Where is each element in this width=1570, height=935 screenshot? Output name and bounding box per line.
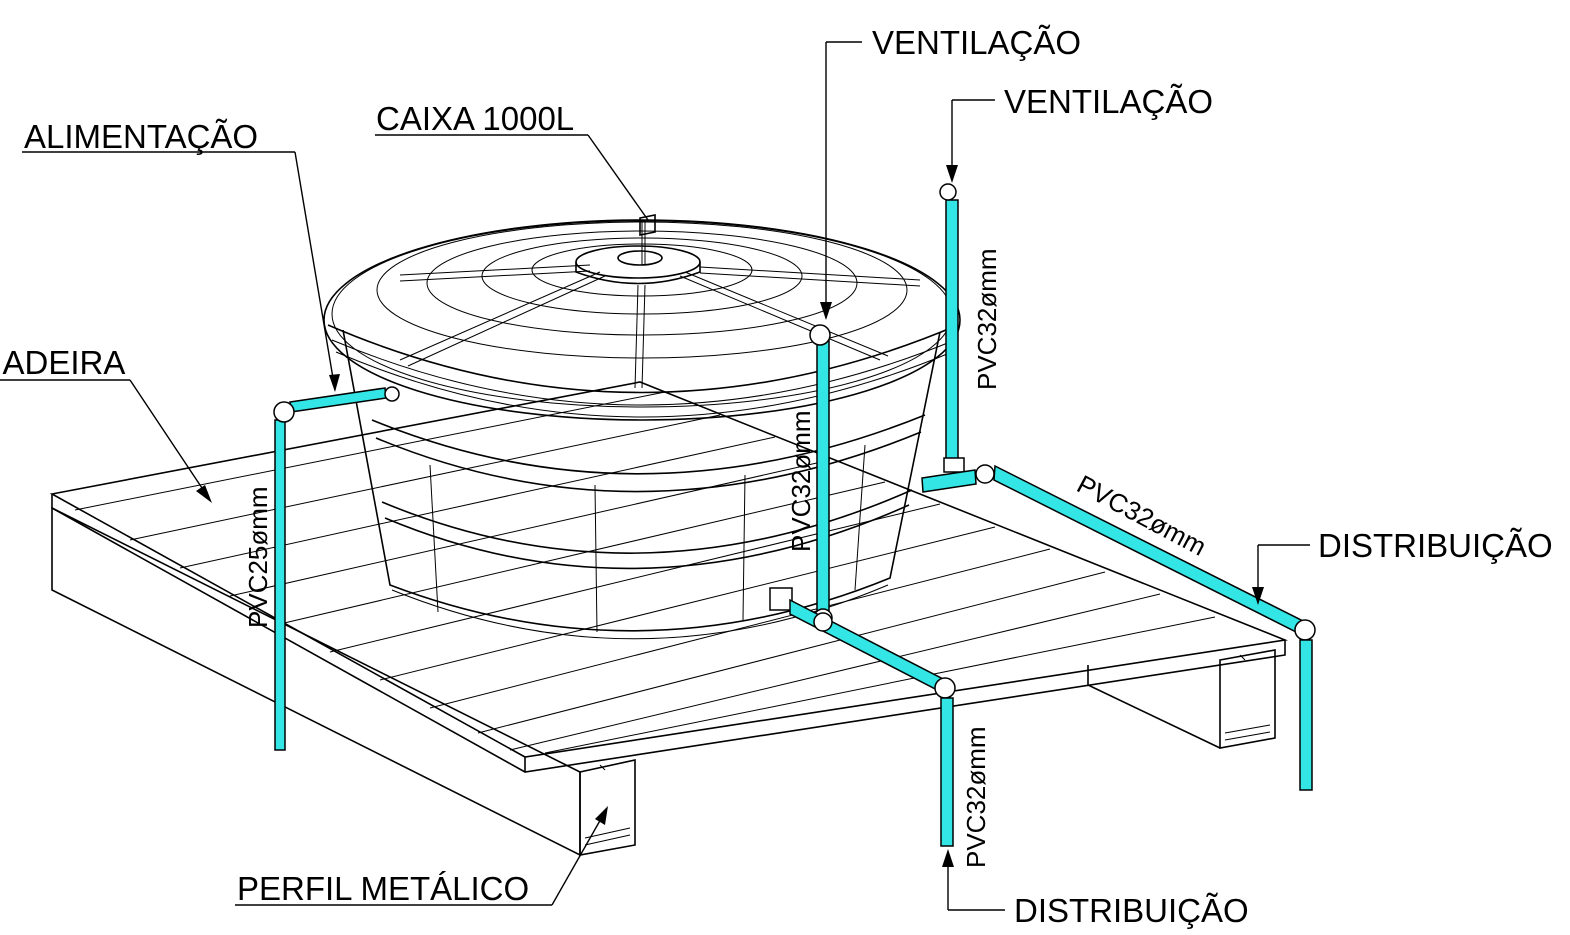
- metal-profile-right: [1087, 649, 1276, 749]
- feed-pipe: [273, 386, 400, 751]
- label-distribuicao-bottom: DISTRIBUIÇÃO: [1014, 892, 1249, 929]
- right-distribution-pipe: [921, 464, 1316, 791]
- wood-deck: [49, 381, 1289, 773]
- metal-profile-front: [51, 506, 636, 857]
- label-alimentacao: ALIMENTAÇÃO: [24, 118, 258, 155]
- label-distribuicao-right: DISTRIBUIÇÃO: [1318, 527, 1553, 564]
- label-ventilacao-top: VENTILAÇÃO: [872, 24, 1081, 61]
- right-vent-pipe: [939, 183, 965, 473]
- callout-labels: CAIXA 1000L ALIMENTAÇÃO MADEIRA VENTILAÇ…: [0, 24, 1553, 929]
- label-perfil: PERFIL METÁLICO: [237, 870, 529, 907]
- label-madeira: MADEIRA: [0, 344, 125, 381]
- pipe-network: [273, 183, 1316, 847]
- pipe-label-vent-center: PVC32ømm: [786, 410, 816, 552]
- pipe-label-vent-right: PVC32ømm: [972, 248, 1002, 390]
- pipe-spec-labels: PVC25ømm PVC32ømm PVC32ømm PVC32ømm PVC3…: [243, 248, 1211, 868]
- label-caixa: CAIXA 1000L: [376, 100, 574, 137]
- pipe-label-feed: PVC25ømm: [243, 486, 273, 628]
- pipe-label-drop-bottom: PVC32ømm: [961, 726, 991, 868]
- leaders: [0, 41, 1310, 911]
- label-ventilacao-right: VENTILAÇÃO: [1004, 83, 1213, 120]
- water-tank: [323, 214, 961, 640]
- outlet-pipe: [769, 587, 956, 847]
